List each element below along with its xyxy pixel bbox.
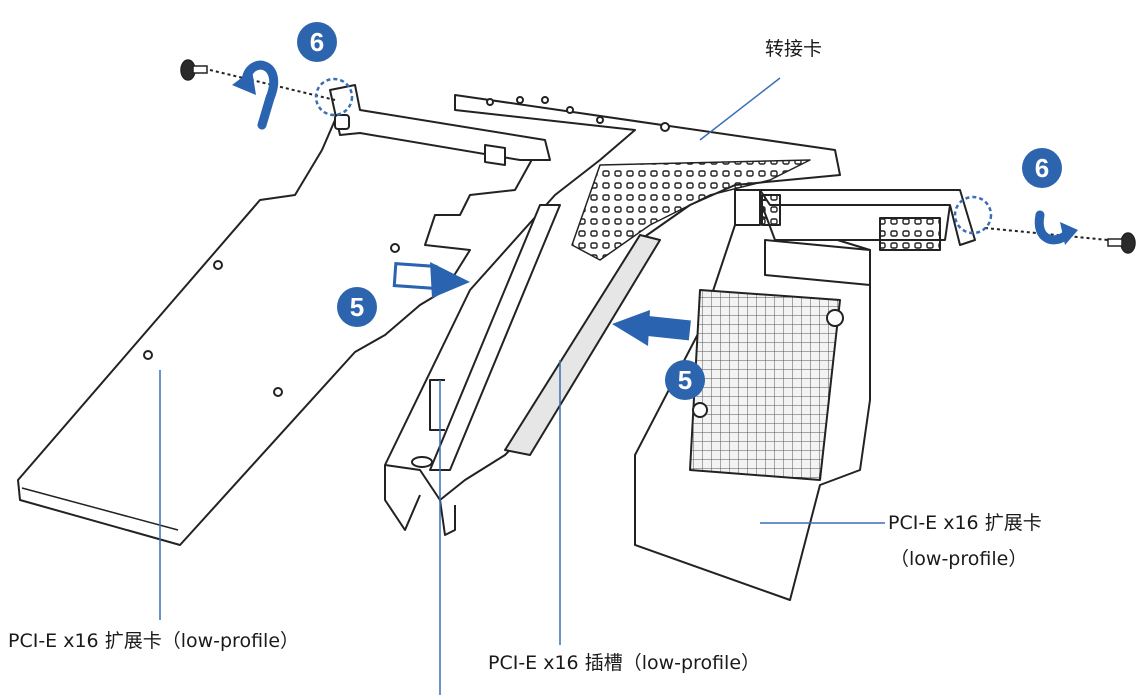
right-insert-arrow (612, 310, 691, 346)
label-right-expansion-card: PCI-E x16 扩展卡 (888, 512, 1042, 534)
label-right-expansion-card-sub: （low-profile） (890, 548, 1028, 570)
left-screw-hole-marker (314, 77, 354, 117)
label-left-expansion-card: PCI-E x16 扩展卡（low-profile） (8, 630, 300, 652)
right-rotate-arrow (1034, 210, 1078, 245)
label-riser-card: 转接卡 (765, 38, 823, 60)
right-card-bracket (759, 189, 976, 251)
step-badge-5-left: 5 (337, 287, 377, 327)
step-badge-5-right: 5 (665, 360, 705, 400)
leader-lines (159, 77, 885, 695)
right-expansion-card (634, 189, 951, 601)
left-rotate-arrow (232, 60, 279, 130)
step-badge-6-left: 6 (297, 22, 337, 62)
step-badge-6-right: 6 (1022, 148, 1062, 188)
riser-card (384, 94, 841, 536)
left-expansion-card (17, 119, 541, 546)
label-slot: PCI-E x16 插槽（low-profile） (488, 652, 761, 674)
leader-riser-card (699, 77, 781, 141)
right-screw-hole-marker (953, 195, 993, 235)
left-card-bracket (329, 84, 551, 166)
left-screw (180, 59, 208, 81)
right-screw (1107, 232, 1136, 254)
left-insert-arrow (392, 262, 470, 298)
